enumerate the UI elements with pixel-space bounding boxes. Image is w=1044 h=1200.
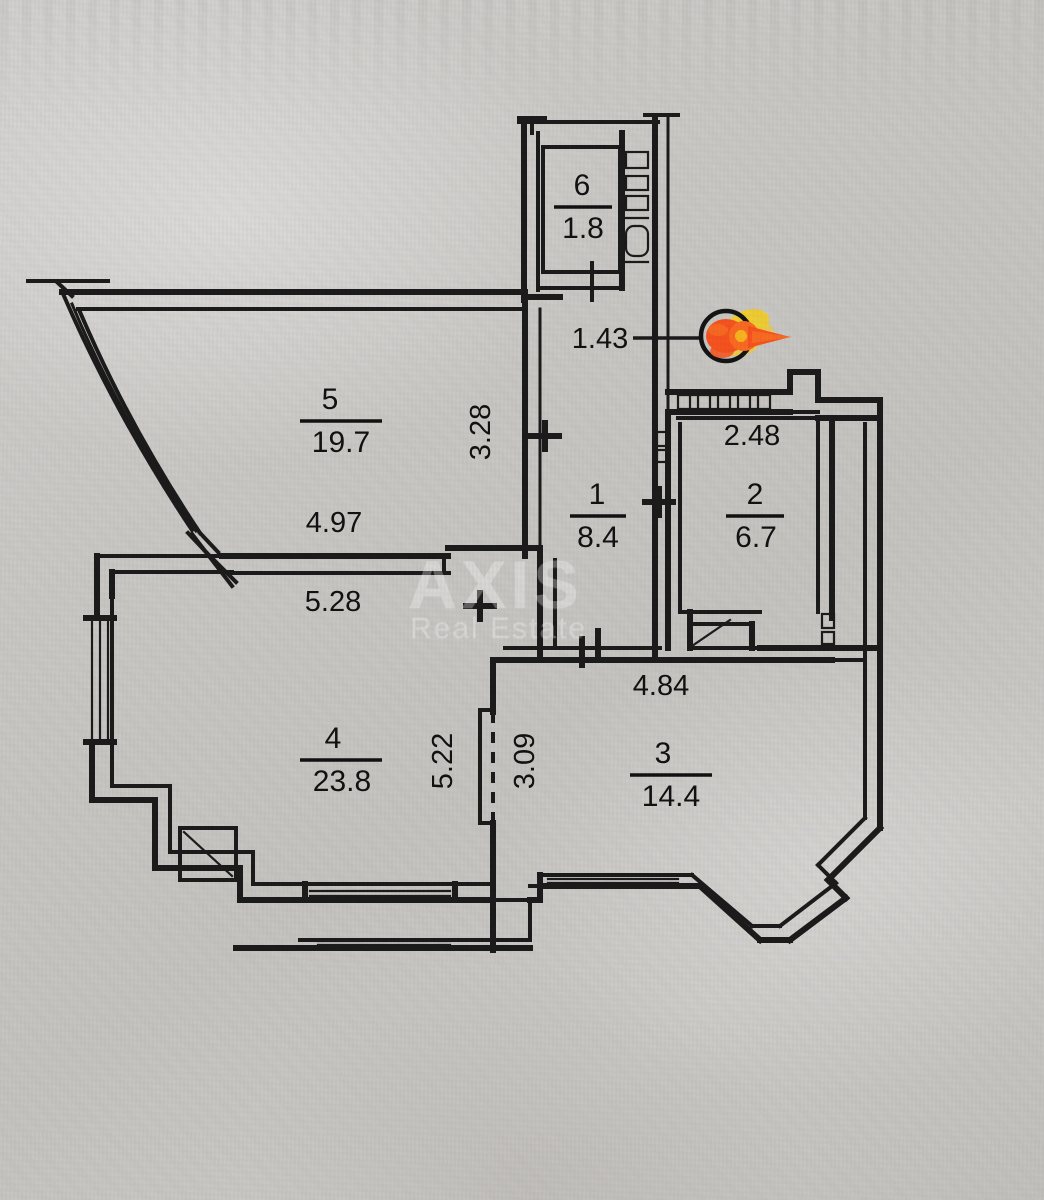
room4-walls <box>83 590 533 953</box>
room-5-area: 19.7 <box>312 426 370 459</box>
room-label-2: 2 6.7 <box>726 478 784 554</box>
dimension-1-43: 1.43 <box>572 323 628 355</box>
room-label-6: 6 1.8 <box>554 169 612 245</box>
room-label-4: 4 23.8 <box>300 722 382 798</box>
room-3-number: 3 <box>655 737 672 770</box>
room-label-1: 1 8.4 <box>570 478 626 554</box>
room-label-3: 3 14.4 <box>630 737 712 813</box>
dimension-3-09: 3.09 <box>509 733 541 789</box>
room-6-area: 1.8 <box>562 212 604 245</box>
top-entry-structure <box>517 113 680 394</box>
dimension-5-22: 5.22 <box>427 733 459 789</box>
room-4-area: 23.8 <box>313 765 371 798</box>
dimension-3-28: 3.28 <box>465 404 497 460</box>
dimension-5-28: 5.28 <box>305 586 361 618</box>
dimension-ticks <box>463 420 676 668</box>
room3-outer-walls <box>527 415 885 945</box>
dimension-4-84: 4.84 <box>633 670 689 702</box>
right-upper-structure <box>655 369 883 651</box>
room-3-area: 14.4 <box>642 780 700 813</box>
balcony-and-room5 <box>26 279 543 599</box>
room-label-5: 5 19.7 <box>300 383 382 459</box>
room-4-number: 4 <box>325 722 342 755</box>
room-2-area: 6.7 <box>735 521 777 554</box>
dimension-2-48: 2.48 <box>724 420 780 452</box>
dimension-4-97: 4.97 <box>306 507 362 539</box>
room-1-number: 1 <box>589 478 606 511</box>
room1-hall-walls <box>490 387 670 663</box>
room-5-number: 5 <box>322 383 339 416</box>
room-1-area: 8.4 <box>577 521 619 554</box>
room-6-number: 6 <box>574 169 591 202</box>
room-2-number: 2 <box>747 478 764 511</box>
bathroom-fixtures <box>624 150 650 264</box>
